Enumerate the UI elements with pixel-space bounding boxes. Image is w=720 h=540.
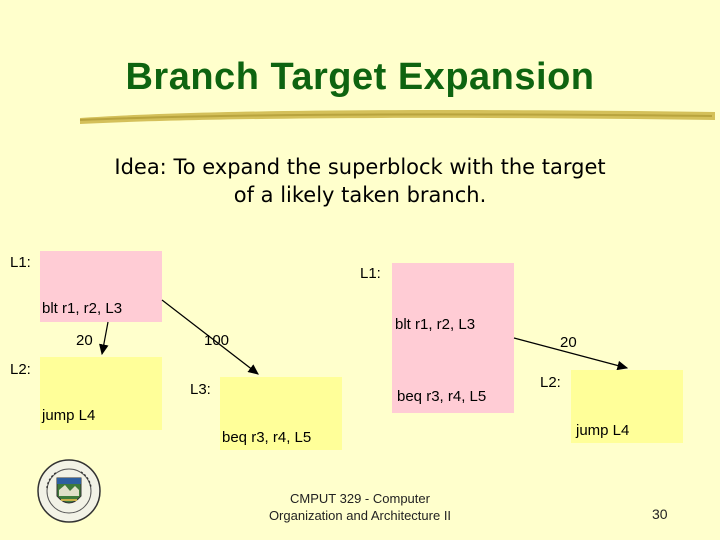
left-l1-label: L1: (10, 254, 31, 271)
page-number: 30 (652, 506, 668, 522)
left-l3-instruction: beq r3, r4, L5 (222, 429, 312, 446)
left-l1-block (40, 251, 162, 322)
slide-title: Branch Target Expansion (125, 56, 595, 98)
left-l3-label: L3: (190, 381, 211, 398)
right-l1-instruction-2: beq r3, r4, L5 (397, 388, 487, 405)
idea-text: Idea: To expand the superblock with the … (60, 153, 660, 209)
right-edge-label-20: 20 (560, 334, 577, 351)
left-l1-instruction: blt r1, r2, L3 (42, 300, 123, 317)
right-l1-block (392, 263, 514, 413)
right-l2-label: L2: (540, 374, 561, 391)
right-l1-label: L1: (360, 265, 381, 282)
left-l2-block (40, 357, 162, 430)
left-arrow-l1-to-l3 (161, 299, 259, 375)
right-arrow-l1-to-l2 (513, 337, 629, 371)
university-seal-icon (37, 459, 101, 523)
idea-line-2: of a likely taken branch. (233, 183, 487, 207)
left-l2-instruction: jump L4 (42, 407, 96, 424)
idea-line-1: Idea: To expand the superblock with the … (114, 155, 606, 179)
footer-line-2: Organization and Architecture II (268, 508, 452, 523)
left-l3-block (220, 377, 342, 450)
left-arrow-l1-to-l2 (99, 321, 109, 356)
title-underline (79, 110, 715, 124)
slide-footer: CMPUT 329 - Computer Organization and Ar… (240, 490, 480, 524)
right-l1-instruction-1: blt r1, r2, L3 (395, 316, 476, 333)
left-edge-label-20: 20 (76, 332, 93, 349)
left-edge-label-100: 100 (204, 332, 230, 349)
left-l2-label: L2: (10, 361, 31, 378)
footer-line-1: CMPUT 329 - Computer (290, 491, 430, 506)
right-l2-instruction: jump L4 (576, 422, 630, 439)
right-l2-block (571, 370, 683, 443)
